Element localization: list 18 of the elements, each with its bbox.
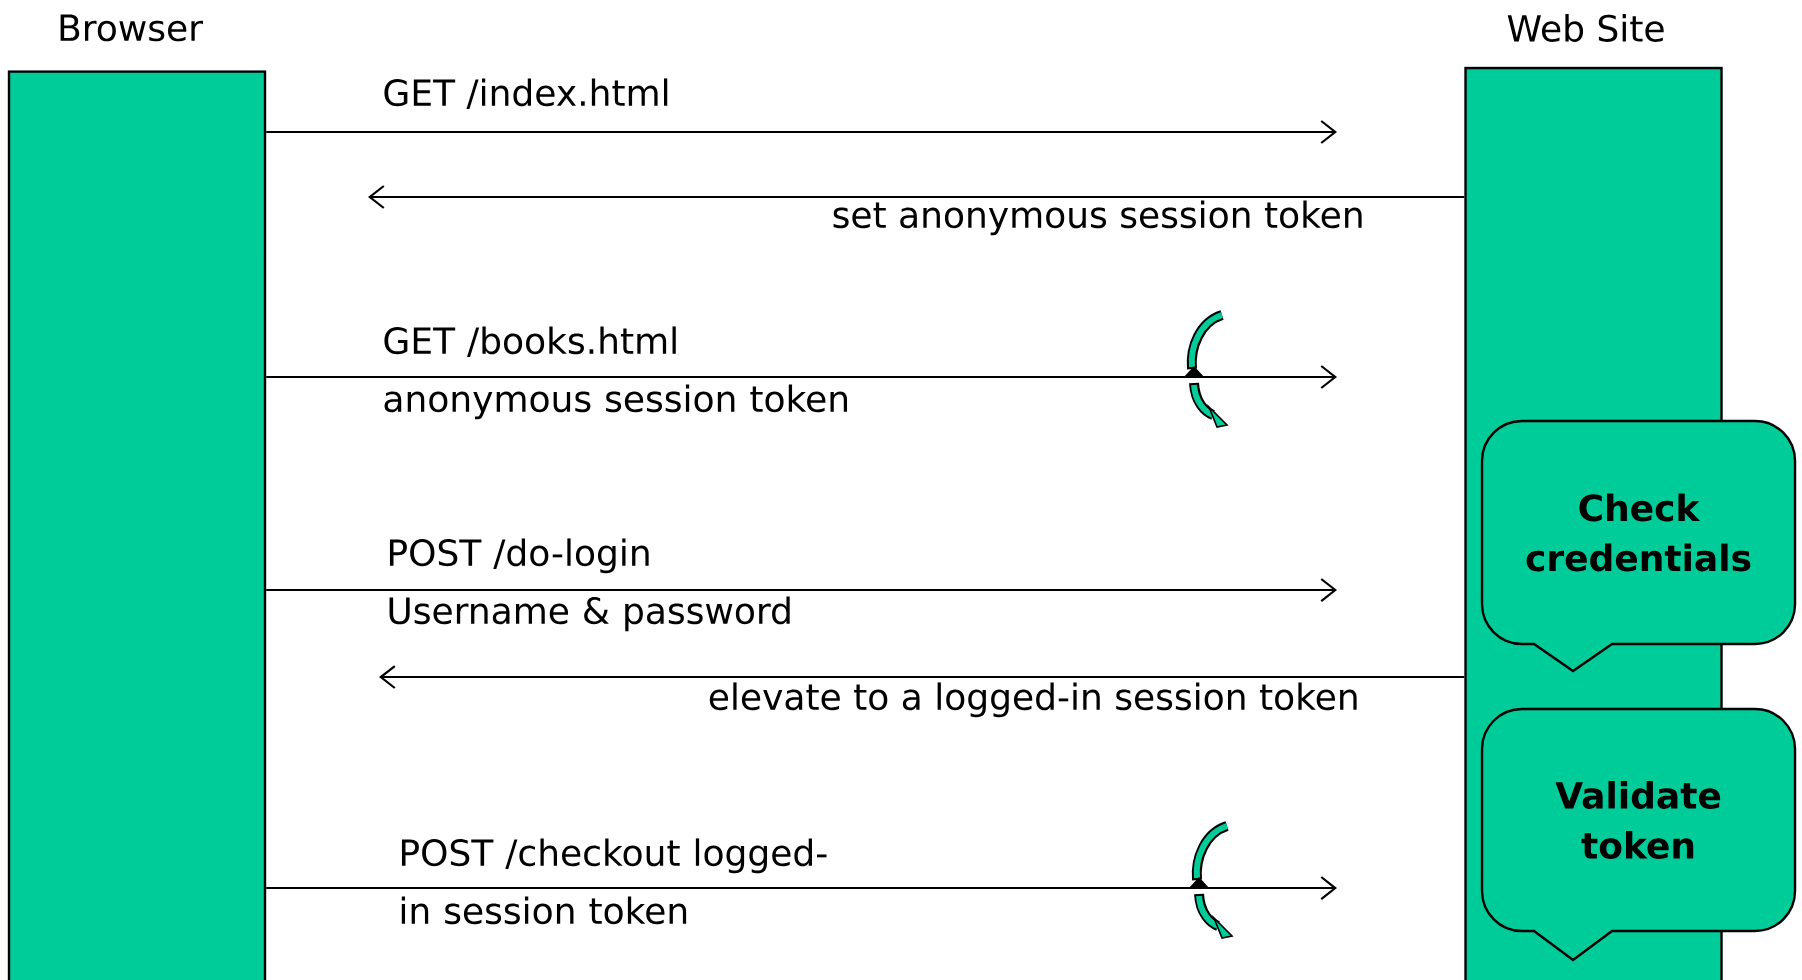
arrow	[266, 120, 1338, 144]
callout-box: Check credentials	[1480, 419, 1797, 673]
edge-label: elevate to a logged-in session token	[709, 682, 1357, 718]
node-label: Check credentials	[1526, 493, 1751, 572]
edge-label: POST /checkout logged-in session token	[401, 838, 827, 925]
arrow	[266, 365, 1338, 389]
arrow	[266, 578, 1338, 602]
edge-label: GET /books.html anonymous session token	[384, 326, 847, 420]
arrow	[368, 185, 1465, 209]
edge-label: GET /index.html	[384, 78, 668, 110]
lane-heading: Web Site	[1507, 14, 1664, 42]
arrow	[266, 876, 1338, 900]
node-label: Validate token	[1555, 781, 1721, 859]
arrow	[379, 665, 1465, 689]
edge-label: POST /do-login Username & password	[389, 538, 790, 632]
lane-heading: Browser	[60, 14, 203, 42]
callout-box: Validate token	[1480, 707, 1797, 962]
edge-label: set anonymous session token	[833, 200, 1362, 236]
